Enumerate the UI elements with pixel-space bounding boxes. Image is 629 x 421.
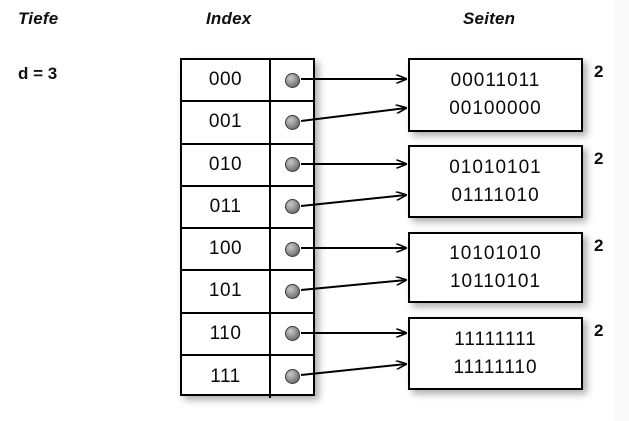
page-record-line: 11111111 <box>454 328 537 350</box>
right-edge-strip <box>614 0 629 421</box>
column-heading-index: Index <box>206 9 252 28</box>
global-depth-label: d = 3 <box>18 64 58 83</box>
index-pointer-cell-110[interactable] <box>271 314 313 354</box>
pointer-bullet-icon <box>284 326 300 342</box>
column-heading-pages: Seiten <box>463 9 516 28</box>
table-row[interactable]: 111 <box>182 355 313 398</box>
page-record-line: 00100000 <box>449 98 542 119</box>
page-record-line: 10110101 <box>449 270 542 292</box>
index-directory-table: 000 001 010 011 100 <box>180 58 315 398</box>
index-key-011: 011 <box>182 186 271 227</box>
index-key-101: 101 <box>182 271 271 312</box>
column-heading-depth: Tiefe <box>18 9 59 28</box>
arrow-011-to-page-2 <box>300 195 406 207</box>
index-key-000: 000 <box>182 60 271 101</box>
index-key-001: 001 <box>182 102 271 143</box>
page-record-line: 01111010 <box>451 184 540 206</box>
pointer-bullet-icon <box>284 241 300 257</box>
page-box-4[interactable]: 11111111 11111110 <box>408 317 583 390</box>
index-key-010: 010 <box>182 144 271 185</box>
pointer-bullet-icon <box>284 114 300 130</box>
index-pointer-cell-010[interactable] <box>271 145 313 185</box>
page-record-line: 01010101 <box>449 156 542 178</box>
page-box-1[interactable]: 00011011 00100000 <box>408 58 583 132</box>
index-pointer-cell-001[interactable] <box>271 102 313 142</box>
table-row[interactable]: 001 <box>182 102 313 145</box>
table-row[interactable]: 011 <box>182 186 313 229</box>
pointer-bullet-icon <box>284 199 300 215</box>
arrow-101-to-page-3 <box>300 280 406 291</box>
index-pointer-cell-101[interactable] <box>271 271 313 311</box>
page-local-depth-4: 2 <box>594 321 604 340</box>
table-row[interactable]: 100 <box>182 229 313 272</box>
index-key-110: 110 <box>182 313 271 354</box>
index-key-100: 100 <box>182 229 271 270</box>
pointer-bullet-icon <box>284 72 300 88</box>
index-pointer-cell-111[interactable] <box>271 356 313 398</box>
index-pointer-cell-000[interactable] <box>271 60 313 100</box>
page-record-line: 10101010 <box>449 242 542 264</box>
pointer-bullet-icon <box>284 157 300 173</box>
index-pointer-cell-011[interactable] <box>271 187 313 227</box>
arrow-111-to-page-4 <box>300 364 406 376</box>
arrow-001-to-page-1 <box>300 108 406 122</box>
page-record-line: 00011011 <box>450 70 541 92</box>
table-row[interactable]: 000 <box>182 60 313 103</box>
table-row[interactable]: 110 <box>182 313 313 356</box>
page-box-2[interactable]: 01010101 01111010 <box>408 145 583 218</box>
page-local-depth-3: 2 <box>594 236 604 255</box>
page-local-depth-2: 2 <box>594 149 604 168</box>
index-key-111: 111 <box>182 355 271 398</box>
pointer-bullet-icon <box>284 369 300 385</box>
pointer-bullet-icon <box>284 283 300 299</box>
table-row[interactable]: 010 <box>182 144 313 187</box>
table-row[interactable]: 101 <box>182 271 313 314</box>
page-local-depth-1: 2 <box>594 62 604 81</box>
index-pointer-cell-100[interactable] <box>271 229 313 269</box>
page-record-line: 11111110 <box>453 356 538 378</box>
page-box-3[interactable]: 10101010 10110101 <box>408 232 583 303</box>
